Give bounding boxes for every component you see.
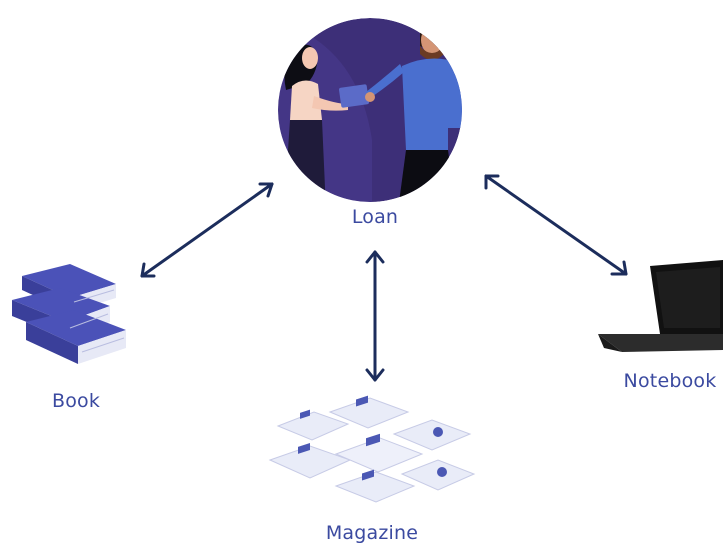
laptop-icon — [598, 260, 723, 352]
magazine-pile-icon — [268, 395, 476, 503]
node-label-book: Book — [51, 390, 101, 412]
handover-people-icon — [278, 18, 462, 202]
laptop-base — [598, 334, 723, 352]
book-stack-icon — [12, 264, 126, 364]
tablet-icon — [339, 84, 369, 108]
node-label-magazine: Magazine — [325, 522, 419, 544]
connector-loan-notebook — [484, 174, 628, 276]
connector-loan-book — [140, 182, 274, 278]
node-label-notebook: Notebook — [623, 370, 717, 392]
node-label-loan: Loan — [351, 206, 399, 228]
connector-loan-magazine — [365, 250, 385, 382]
